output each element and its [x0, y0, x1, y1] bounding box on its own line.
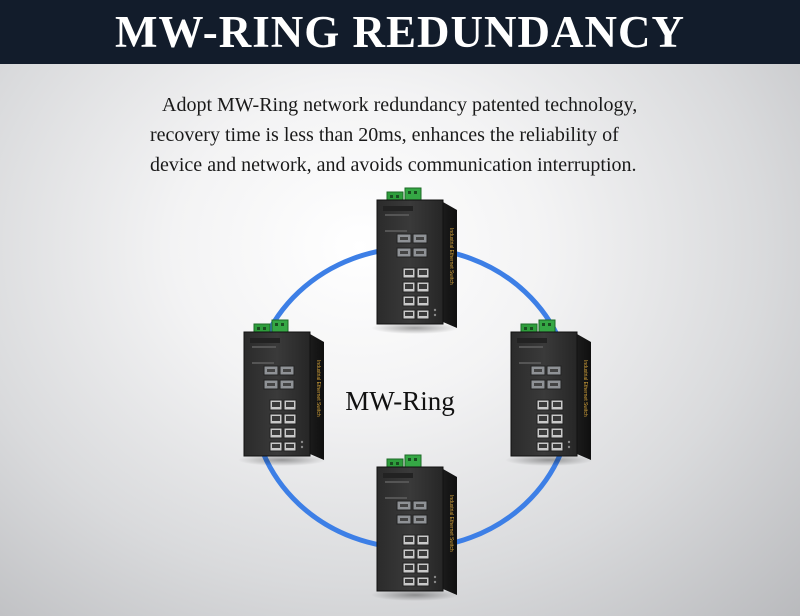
title-banner: MW-RING REDUNDANCY — [0, 0, 800, 64]
intro-text: Adopt MW-Ring network redundancy patente… — [150, 90, 670, 180]
intro-line: device and network, and avoids communica… — [150, 154, 637, 176]
left-switch-icon — [237, 319, 327, 467]
ring-label: MW-Ring — [345, 386, 455, 416]
right-switch-icon — [504, 319, 594, 467]
top-switch-icon — [370, 187, 460, 335]
intro-line: recovery time is less than 20ms, enhance… — [150, 124, 619, 146]
page-title: MW-RING REDUNDANCY — [114, 6, 686, 57]
intro-line: Adopt MW-Ring network redundancy patente… — [162, 94, 638, 116]
bottom-switch-icon — [370, 454, 460, 602]
